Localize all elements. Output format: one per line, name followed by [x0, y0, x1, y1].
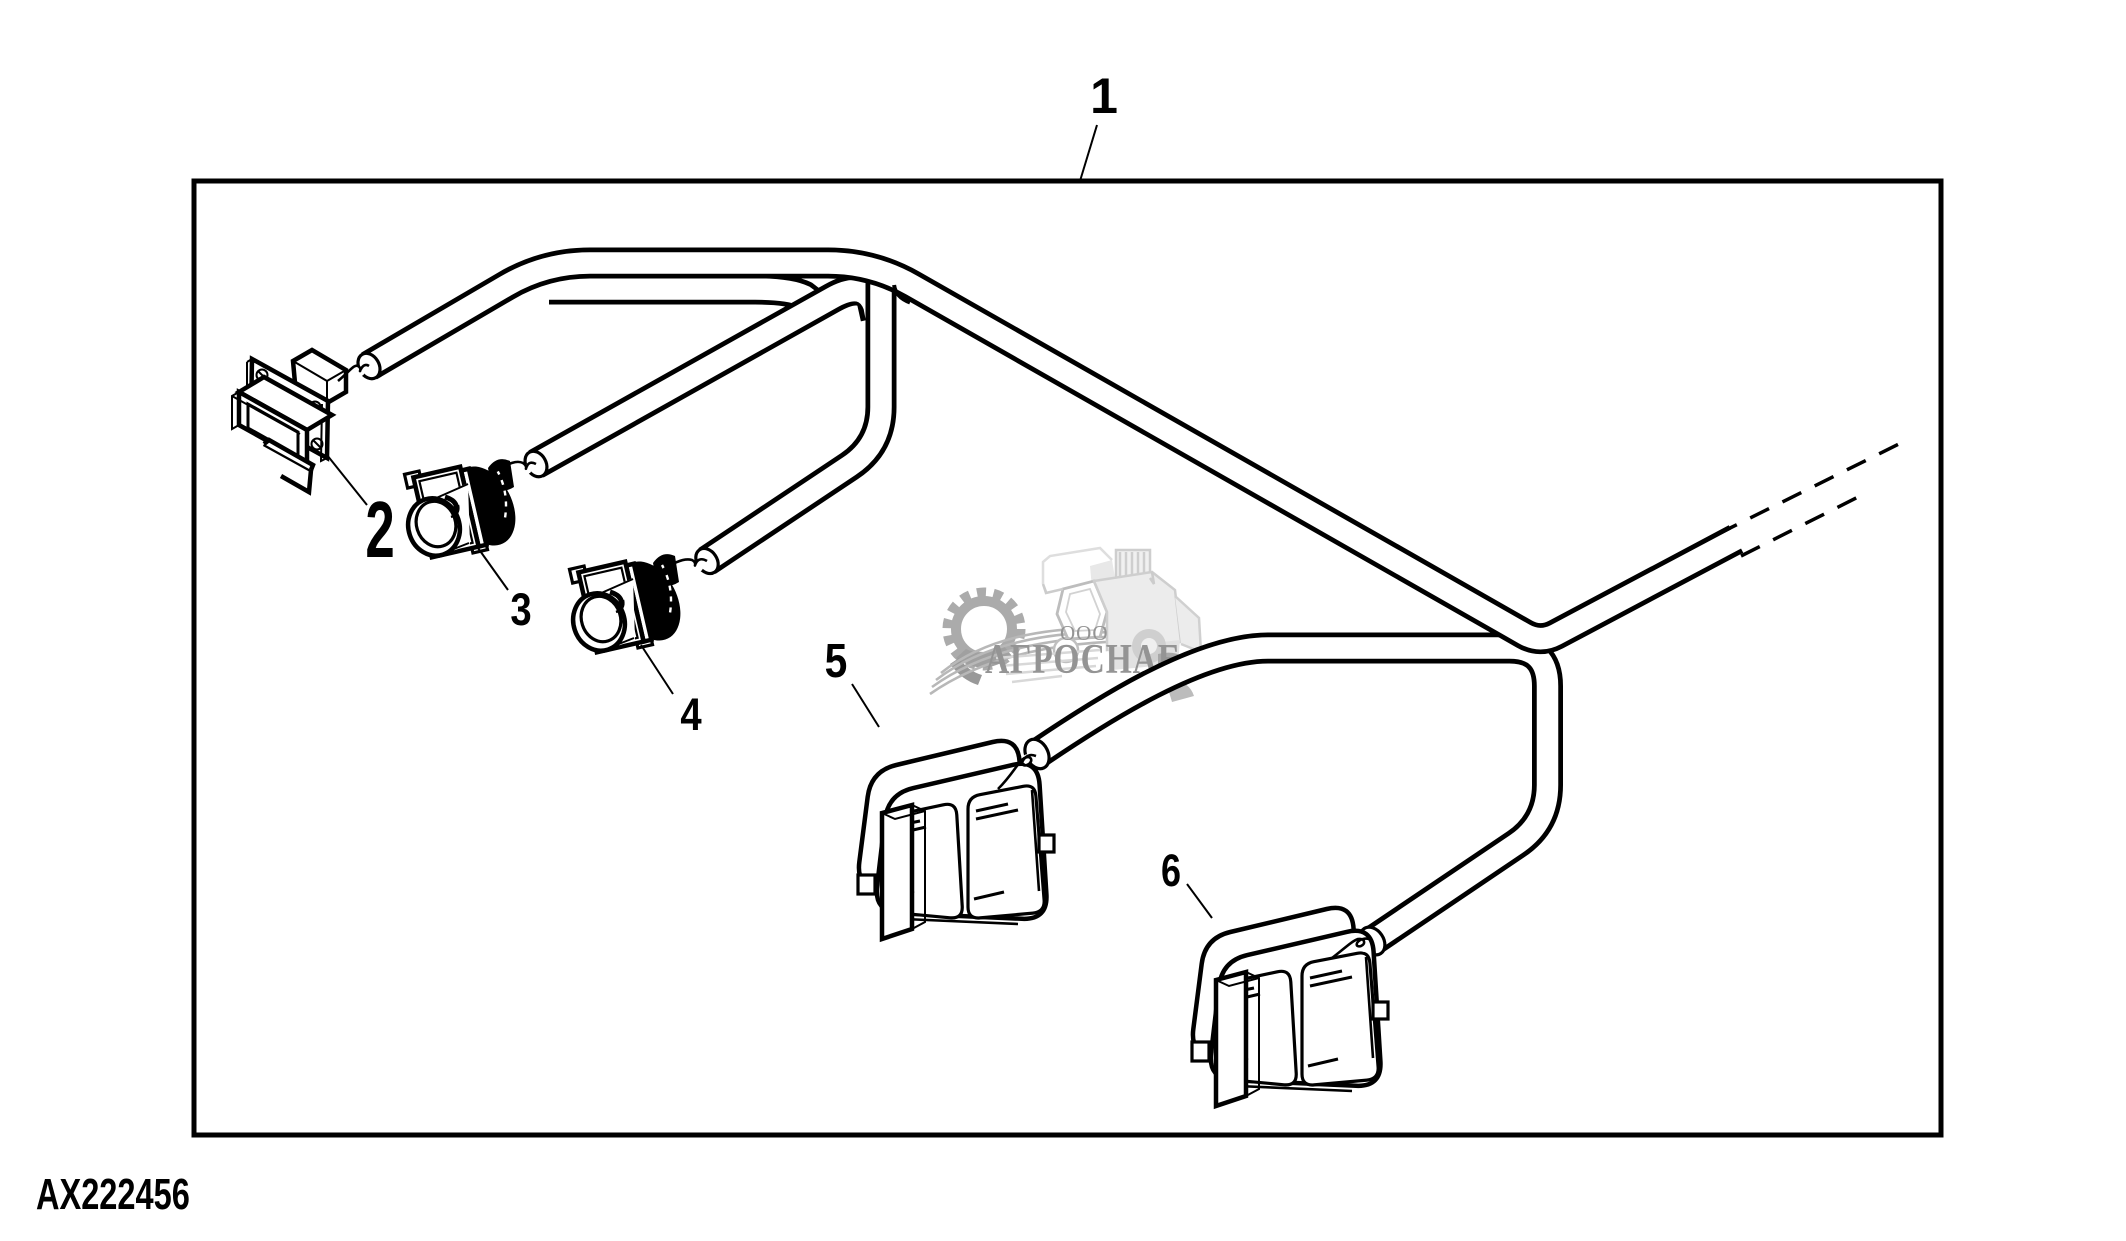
svg-text:AX222456: AX222456 [36, 1170, 190, 1219]
svg-text:ООО: ООО [1060, 621, 1109, 645]
svg-text:5: 5 [825, 635, 848, 688]
svg-text:2: 2 [365, 486, 394, 575]
svg-text:3: 3 [510, 584, 531, 635]
svg-text:6: 6 [1161, 845, 1181, 896]
svg-text:1: 1 [1090, 68, 1118, 124]
svg-text:4: 4 [680, 689, 701, 740]
